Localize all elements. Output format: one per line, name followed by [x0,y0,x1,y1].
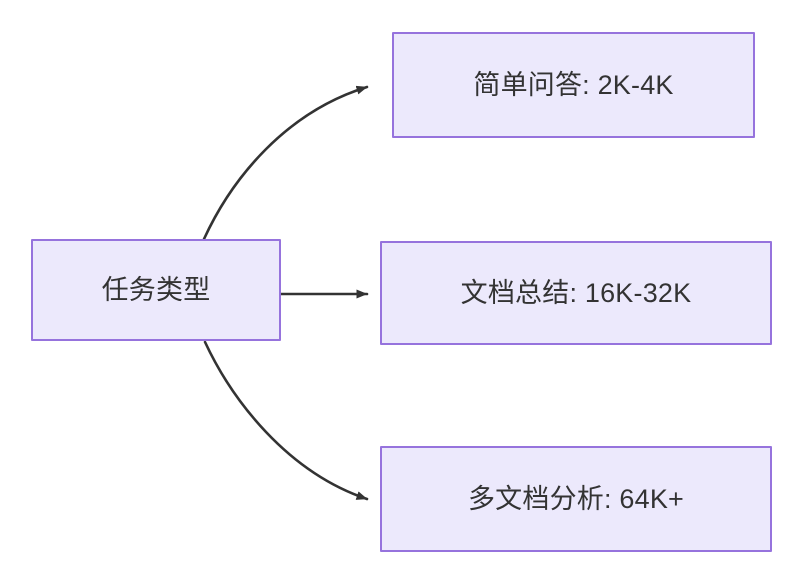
node-label: 任务类型 [101,274,211,305]
node-simple-qa[interactable]: 简单问答: 2K-4K [392,32,755,138]
edge-source-to-simple [202,85,369,241]
node-label: 多文档分析: 64K+ [467,483,684,514]
node-multi-document-analysis[interactable]: 多文档分析: 64K+ [380,446,772,552]
node-document-summary[interactable]: 文档总结: 16K-32K [380,241,772,345]
node-label: 文档总结: 16K-32K [460,277,692,308]
node-task-type[interactable]: 任务类型 [31,239,281,341]
node-label: 简单问答: 2K-4K [473,69,674,100]
edge-source-to-multidoc [203,340,369,501]
